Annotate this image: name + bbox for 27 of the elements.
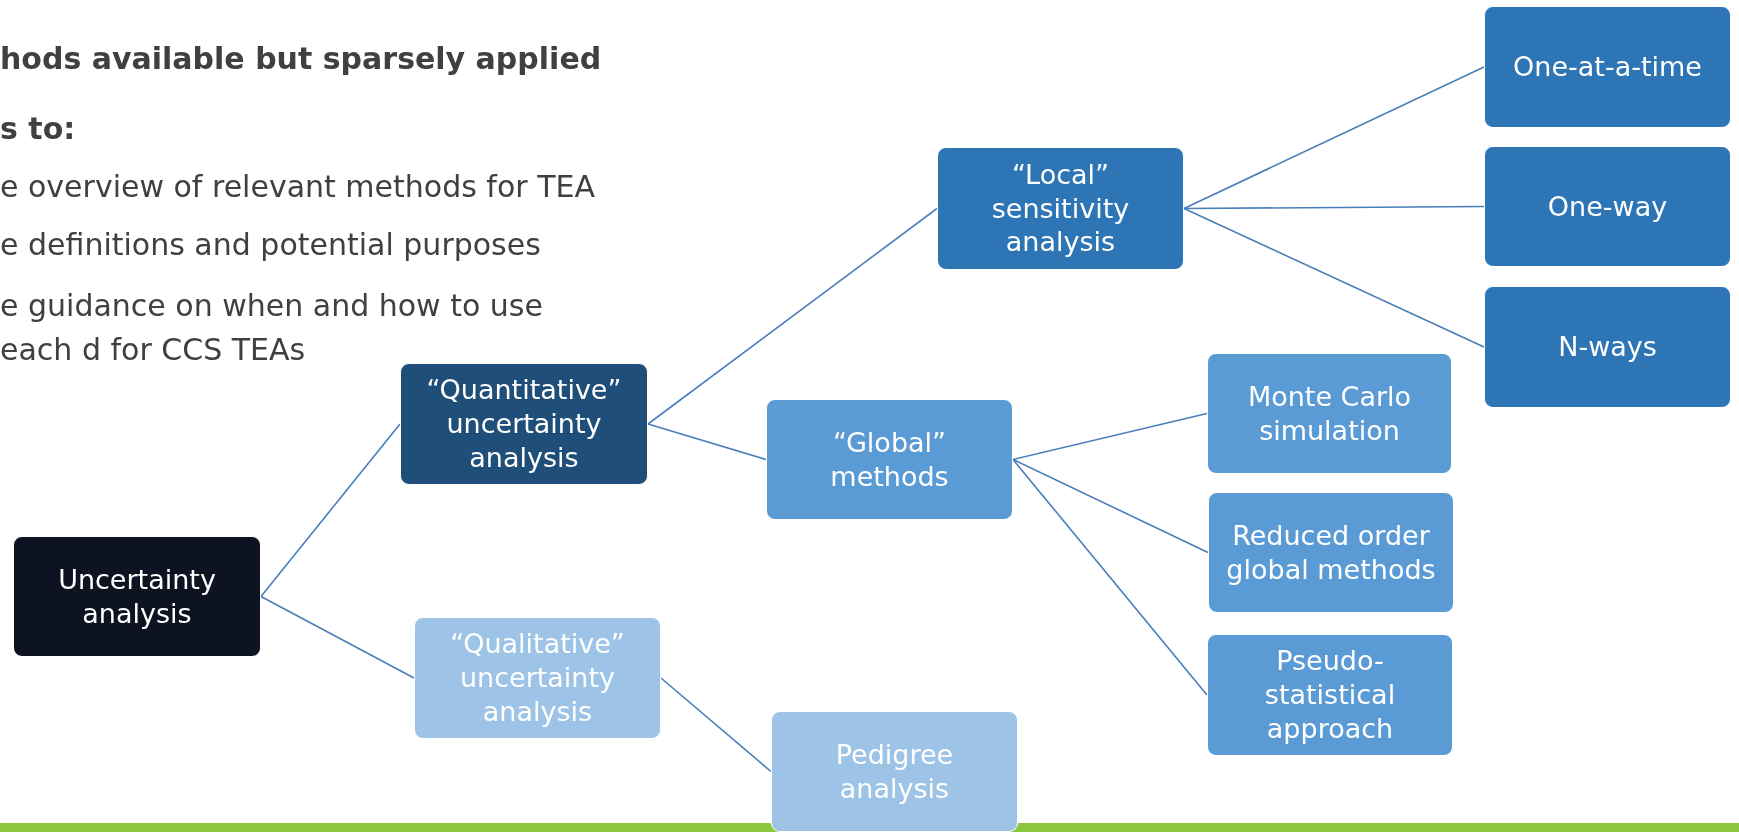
connector-line — [1183, 205, 1485, 210]
connector-line — [260, 595, 415, 679]
connector-line — [1012, 458, 1209, 554]
category-box: “Local” sensitivity analysis — [937, 147, 1184, 270]
category-box: “Global” methods — [766, 399, 1013, 520]
heading-text: s to: — [0, 110, 76, 148]
connector-line — [1183, 207, 1485, 348]
connector-line — [1012, 458, 1208, 696]
category-box: One-way — [1484, 146, 1731, 267]
category-box: Monte Carlo simulation — [1207, 353, 1452, 474]
connector-line — [647, 423, 767, 461]
category-box: Uncertainty analysis — [13, 536, 261, 657]
bullet-text: e overview of relevant methods for TEA — [0, 168, 595, 206]
category-box: N-ways — [1484, 286, 1731, 408]
category-box: Reduced order global methods — [1208, 492, 1454, 613]
category-box: Pseudo-statistical approach — [1207, 634, 1453, 756]
category-box: “Quantitative” uncertainty analysis — [400, 363, 648, 485]
heading-text: hods available but sparsely applied — [0, 40, 602, 78]
connector-line — [260, 423, 401, 598]
category-box: “Qualitative” uncertainty analysis — [414, 617, 661, 739]
bullet-text: e definitions and potential purposes — [0, 226, 541, 264]
category-box: Pedigree analysis — [771, 711, 1018, 832]
connector-line — [1012, 412, 1208, 461]
connector-line — [660, 677, 772, 773]
connector-line — [647, 207, 938, 425]
connector-line — [1183, 66, 1485, 210]
category-box: One-at-a-time — [1484, 6, 1731, 128]
